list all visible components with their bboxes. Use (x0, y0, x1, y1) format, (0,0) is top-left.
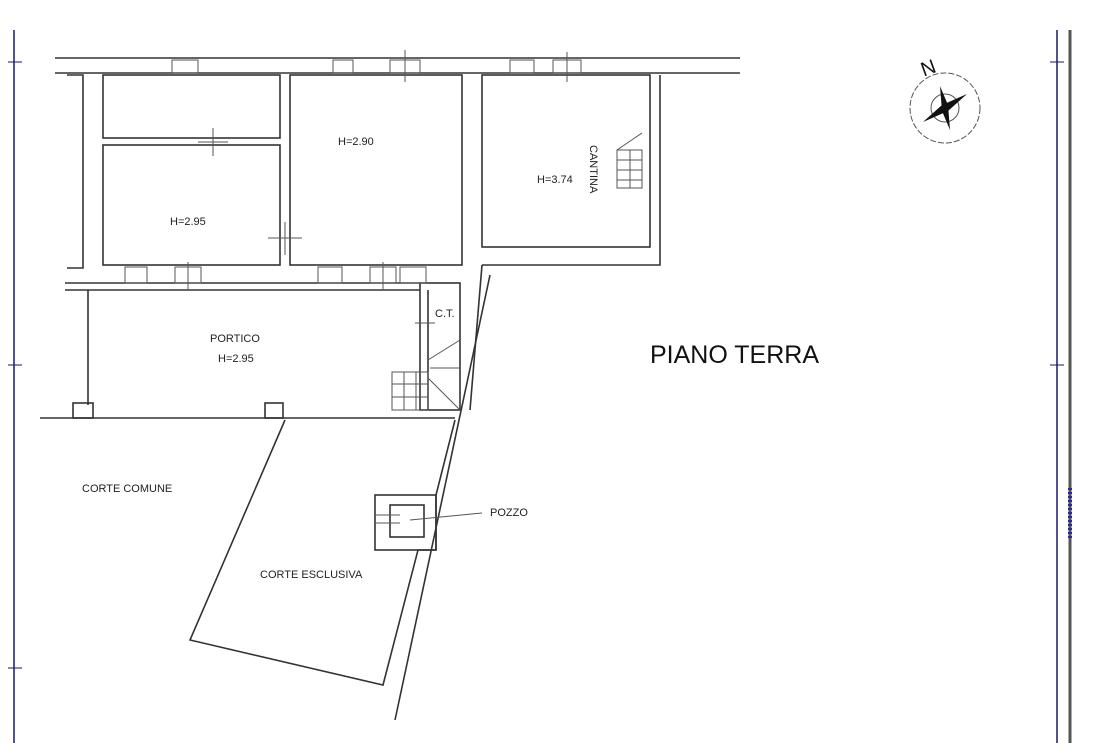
north-compass: N (909, 56, 981, 144)
pozzo-well (389, 504, 425, 538)
stairs (391, 132, 643, 411)
portico-height: H=2.95 (218, 353, 254, 365)
room-cantina (481, 74, 651, 248)
room-left-height: H=2.95 (170, 216, 206, 228)
openings (124, 50, 582, 324)
cantina-height: H=3.74 (537, 174, 573, 186)
walls (40, 57, 740, 721)
cantina-label: CANTINA (587, 145, 599, 194)
room-center-height: H=2.90 (338, 136, 374, 148)
drawing-frame (8, 30, 1072, 743)
ct-label: C.T. (435, 308, 455, 320)
portico-label: PORTICO (210, 333, 260, 345)
corte-comune-label: CORTE COMUNE (82, 483, 172, 495)
room-ct (419, 282, 461, 411)
north-label: N (918, 56, 939, 82)
room-left (102, 144, 281, 266)
corte-esclusiva-label: CORTE ESCLUSIVA (260, 569, 363, 581)
room-top-left (102, 74, 281, 139)
room-center (289, 74, 463, 266)
plan-title: PIANO TERRA (650, 341, 819, 369)
pozzo-label: POZZO (490, 507, 528, 519)
corte-esclusiva-boundary (188, 419, 483, 686)
